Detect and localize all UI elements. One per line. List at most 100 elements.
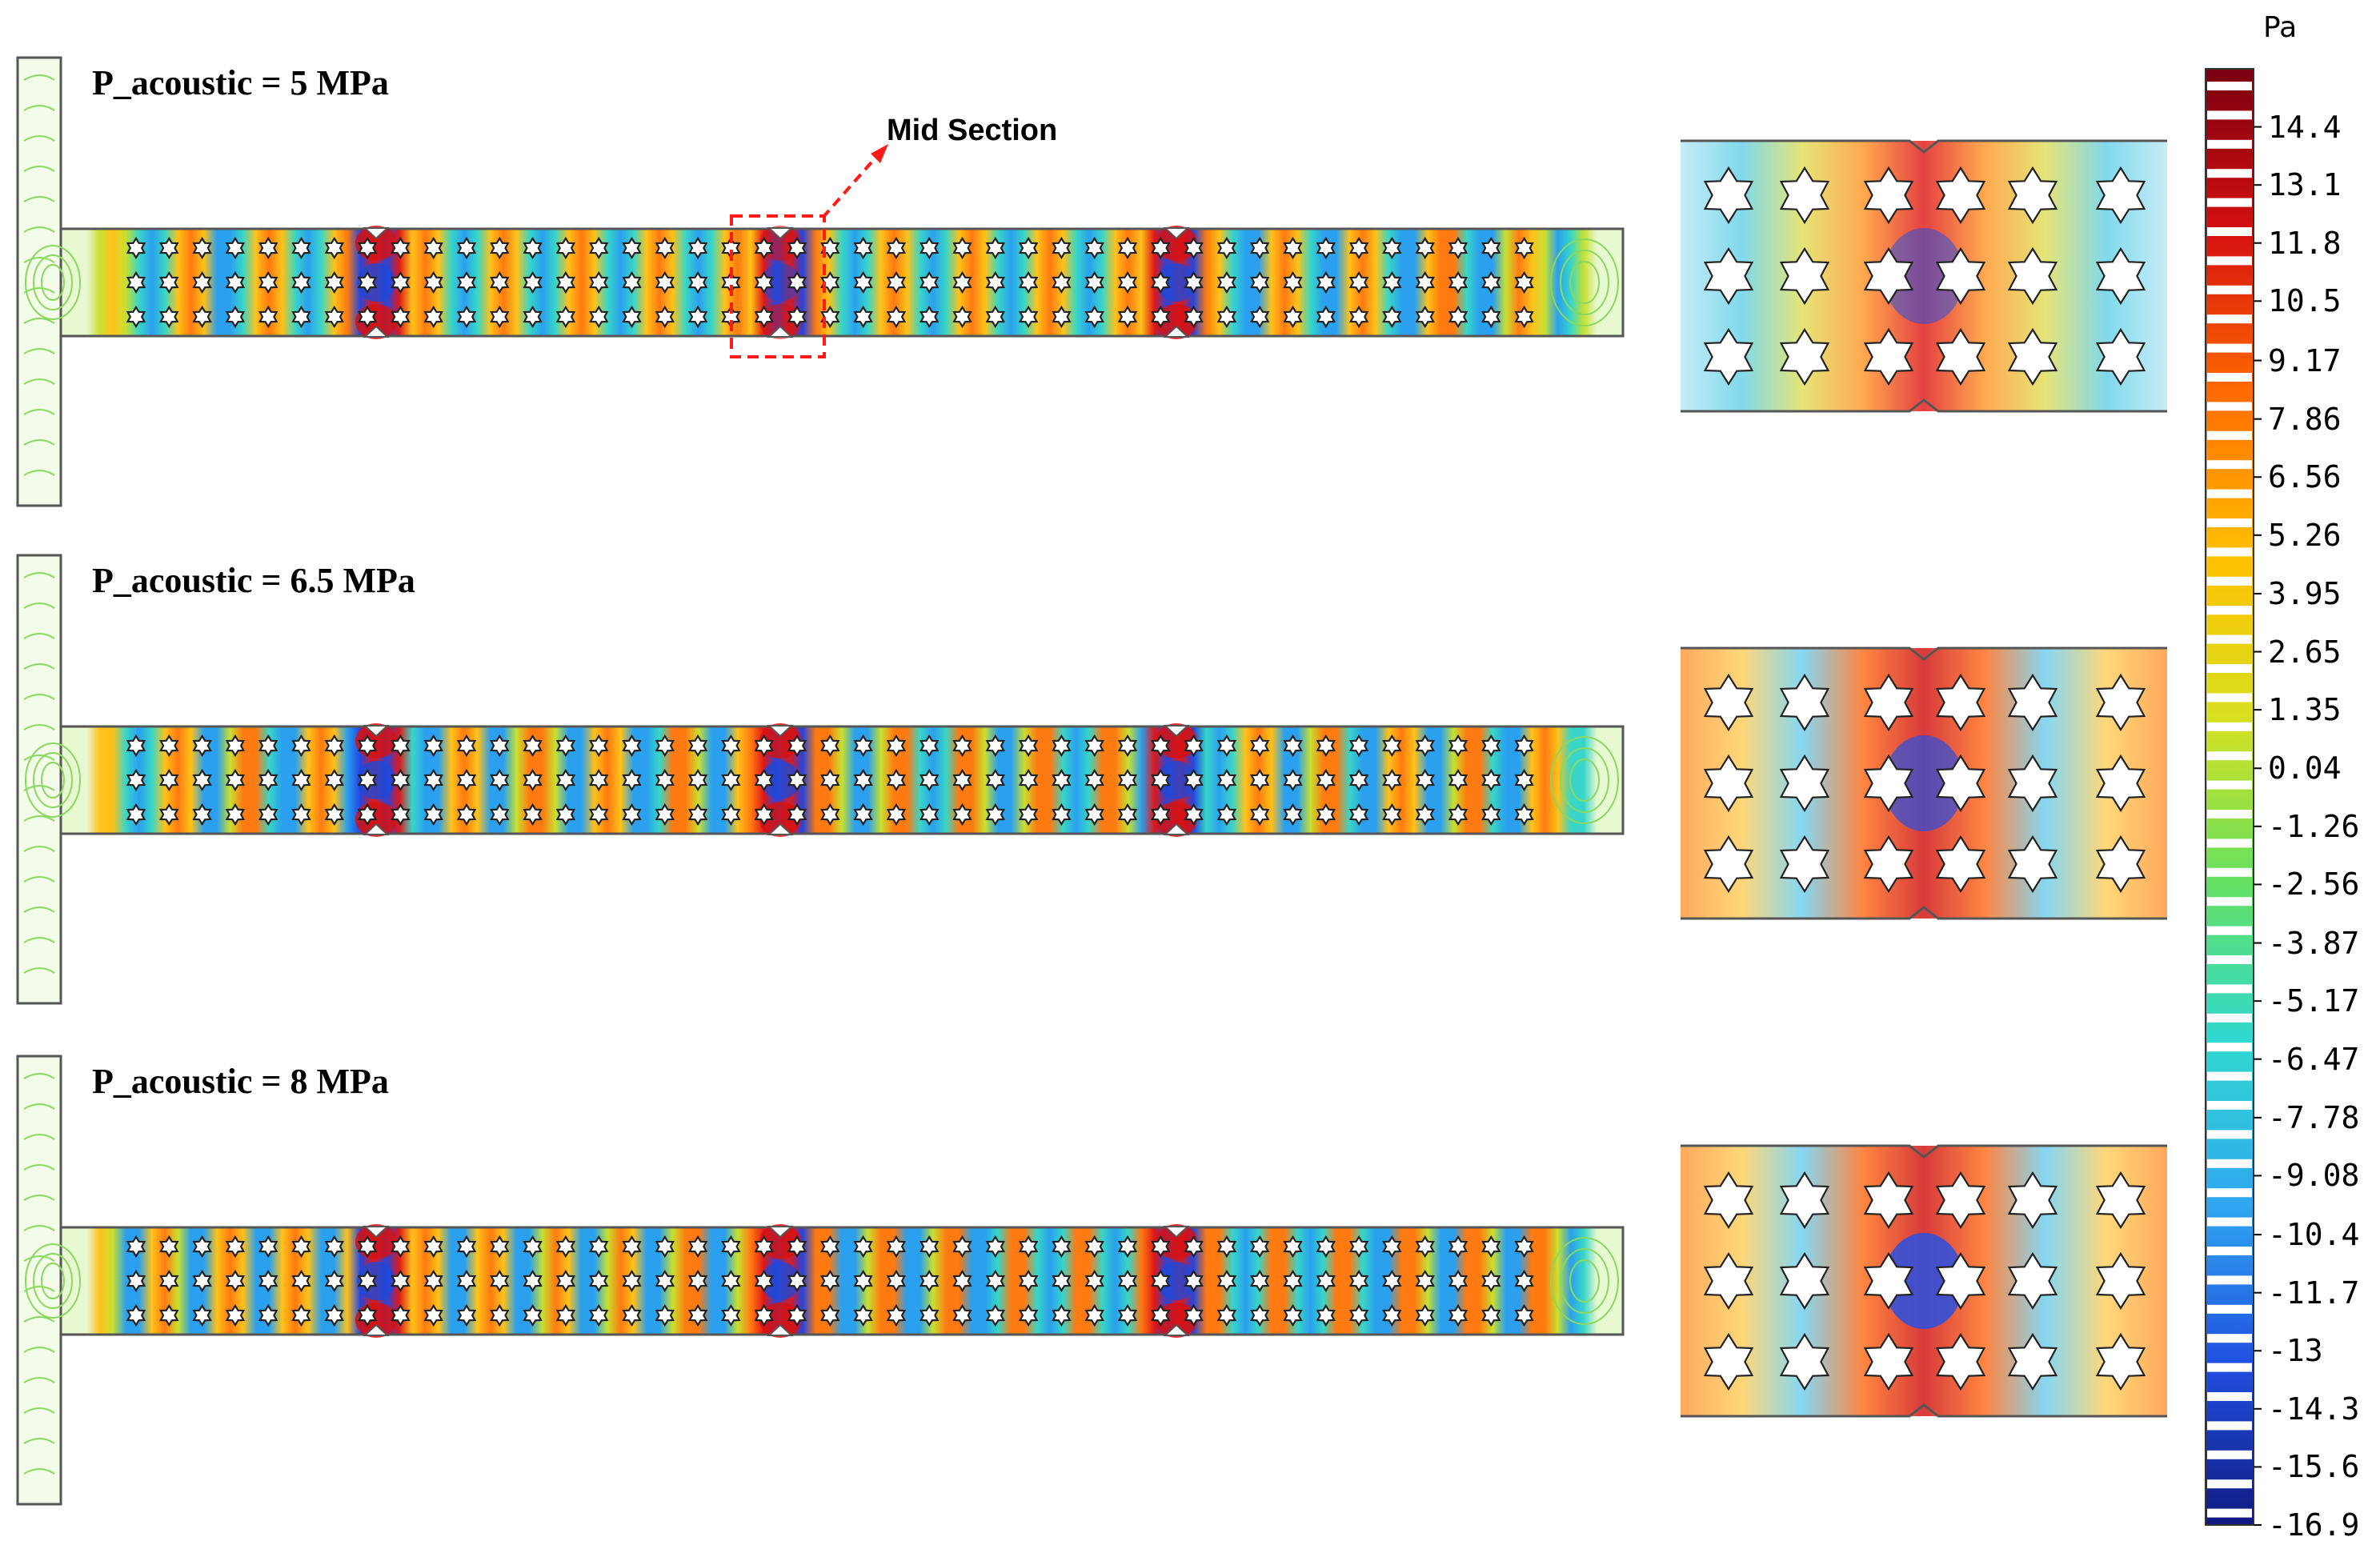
pillar <box>258 1269 278 1293</box>
pillar <box>754 734 774 758</box>
pillar <box>291 803 311 827</box>
pillar <box>1117 1269 1138 1293</box>
contour-line <box>25 1243 81 1319</box>
pillar <box>1018 768 1039 792</box>
pillar <box>1052 1235 1072 1259</box>
pillar <box>1151 1269 1171 1293</box>
pillar <box>622 1235 642 1259</box>
pillar <box>1514 1303 1534 1327</box>
pillar <box>1249 768 1270 792</box>
pillar <box>1084 768 1104 792</box>
contour-line <box>1569 261 1600 304</box>
pillar <box>919 768 940 792</box>
zoom-pillar <box>2007 246 2058 306</box>
pillar <box>853 236 873 260</box>
pillar <box>687 734 708 758</box>
pillar <box>655 734 675 758</box>
notch <box>767 1226 794 1239</box>
pillar <box>721 1303 741 1327</box>
colorbar-tick-label: 9.17 <box>2268 342 2342 378</box>
colorbar-stripe <box>2207 1101 2252 1110</box>
pillar <box>886 1269 907 1293</box>
colorbar-tick-label: 11.8 <box>2268 225 2342 261</box>
main-panel-2 <box>16 554 1625 1005</box>
pillar <box>952 1303 972 1327</box>
notch <box>363 227 390 240</box>
zoom-pillar <box>1703 673 1754 732</box>
contour-line <box>23 967 55 974</box>
colorbar-stripe <box>2207 955 2252 964</box>
colorbar-stripe <box>2207 430 2252 440</box>
pillar <box>1018 1269 1039 1293</box>
colorbar-tick-label: 5.26 <box>2268 517 2342 553</box>
zoom-pillar <box>1863 835 1914 894</box>
pillar <box>919 1269 940 1293</box>
contour-line <box>23 439 55 446</box>
pillar <box>655 270 675 294</box>
pillar <box>687 1235 708 1259</box>
zoom-pillar <box>1863 673 1914 732</box>
pillar <box>1052 734 1072 758</box>
pillar <box>1481 236 1501 260</box>
pillar <box>754 305 774 329</box>
pillar <box>357 768 378 792</box>
pillar <box>622 1269 642 1293</box>
pillar <box>159 803 179 827</box>
pillar <box>588 768 609 792</box>
pillar <box>225 1235 246 1259</box>
pressure-node <box>761 263 799 302</box>
contour-line <box>23 74 55 81</box>
pillar <box>1249 734 1270 758</box>
colorbar-stripe <box>2207 810 2252 819</box>
pillar <box>357 1269 378 1293</box>
pillar <box>754 1235 774 1259</box>
contour-line <box>23 1438 55 1444</box>
pillar <box>1382 270 1402 294</box>
pillar <box>687 1269 708 1293</box>
pillar <box>159 305 179 329</box>
pillar <box>754 803 774 827</box>
pillar <box>1448 803 1468 827</box>
pillar <box>754 270 774 294</box>
pillar <box>1316 1235 1336 1259</box>
pillar <box>1117 768 1138 792</box>
pillar <box>1184 270 1204 294</box>
pillar <box>159 1269 179 1293</box>
pillar <box>1184 1235 1204 1259</box>
colorbar-stripe <box>2207 518 2252 527</box>
colorbar-stripe <box>2207 547 2252 557</box>
pillar <box>291 236 311 260</box>
zoom-pillar <box>1703 327 1754 386</box>
colorbar-stripe <box>2207 460 2252 470</box>
colorbar-stripe <box>2207 722 2252 731</box>
contour-line <box>23 378 55 385</box>
pillar <box>324 768 345 792</box>
pillar <box>555 270 576 294</box>
colorbar-tick-label: -14.3 <box>2268 1391 2360 1427</box>
zoom-pillar <box>2095 1332 2146 1391</box>
notch <box>767 725 794 738</box>
pillar <box>225 803 246 827</box>
pillar <box>820 236 840 260</box>
inlet-column <box>16 554 62 1005</box>
colorbar-stripe <box>2207 198 2252 207</box>
pillar <box>523 768 543 792</box>
zoom-pillar <box>1703 835 1754 894</box>
pillar <box>1481 734 1501 758</box>
pillar <box>1481 1269 1501 1293</box>
pillar <box>391 270 411 294</box>
pillar <box>490 1235 510 1259</box>
pillar <box>490 270 510 294</box>
pillar <box>1348 1269 1369 1293</box>
pillar <box>159 768 179 792</box>
contour-line <box>41 1263 65 1299</box>
pillar <box>655 305 675 329</box>
main-panel-3 <box>16 1055 1625 1506</box>
zoom-pillar <box>2007 1332 2058 1391</box>
pillar <box>456 1235 477 1259</box>
pillar <box>225 768 246 792</box>
pillar <box>391 1303 411 1327</box>
pillar <box>754 1303 774 1327</box>
pillar <box>820 768 840 792</box>
pillar <box>555 305 576 329</box>
